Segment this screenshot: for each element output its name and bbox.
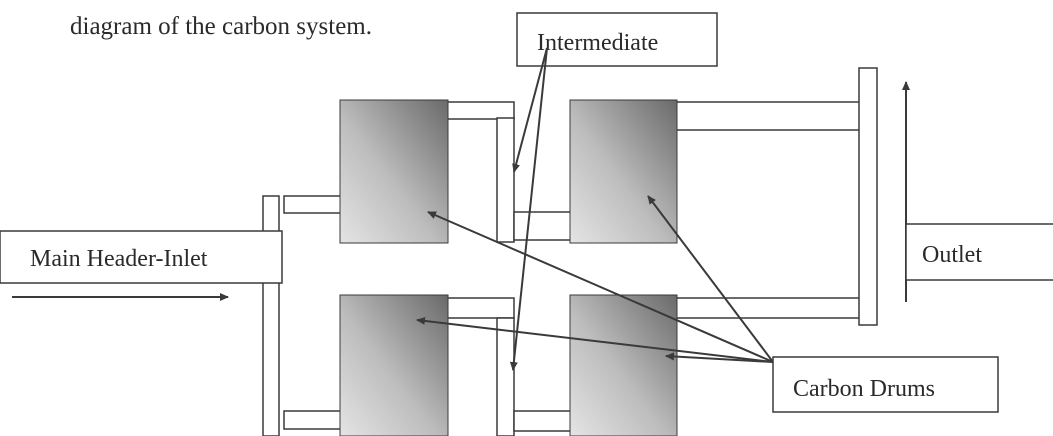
outlet-pipe-bottom: [674, 297, 861, 319]
drums-arrow-to-top-right: [647, 195, 774, 363]
intermediate-pipe-top-horizontal: [446, 101, 515, 120]
carbon-drums-label-box: Carbon Drums: [772, 356, 999, 413]
inlet-stub-bottom: [283, 410, 342, 430]
outlet-label: Outlet: [922, 242, 982, 268]
intermediate-label: Intermediate: [537, 30, 658, 56]
caption: diagram of the carbon system.: [70, 13, 372, 40]
inlet-label-box: Main Header-Inlet: [0, 230, 283, 284]
intermediate-pipe-top-vertical: [496, 117, 515, 243]
intermediate-label-box: Intermediate: [516, 12, 718, 67]
carbon-drum-top-left: [339, 99, 449, 244]
inlet-stub-top: [283, 195, 342, 214]
carbon-drum-bottom-right: [569, 294, 678, 436]
intermediate-pipe-top-connector: [513, 211, 572, 241]
drums-arrow-to-bottom-right: [665, 352, 774, 363]
intermediate-pipe-bottom-vertical: [496, 317, 515, 436]
intermediate-arrow-to-top-pipe: [512, 47, 548, 173]
intermediate-arrow-to-bottom-pipe: [509, 47, 548, 371]
outlet-pipe-top: [674, 101, 861, 131]
outlet-header-pipe: [858, 67, 878, 326]
drums-arrow-to-top-left: [427, 211, 774, 363]
intermediate-pipe-bottom-horizontal: [446, 297, 515, 319]
outlet-label-box: Outlet: [905, 223, 1053, 281]
drums-arrow-to-bottom-left: [416, 316, 774, 363]
carbon-drum-top-right: [569, 99, 678, 244]
inlet-label: Main Header-Inlet: [30, 246, 208, 272]
intermediate-pipe-bottom-connector: [513, 410, 572, 432]
carbon-drums-label: Carbon Drums: [793, 376, 935, 402]
carbon-drum-bottom-left: [339, 294, 449, 436]
